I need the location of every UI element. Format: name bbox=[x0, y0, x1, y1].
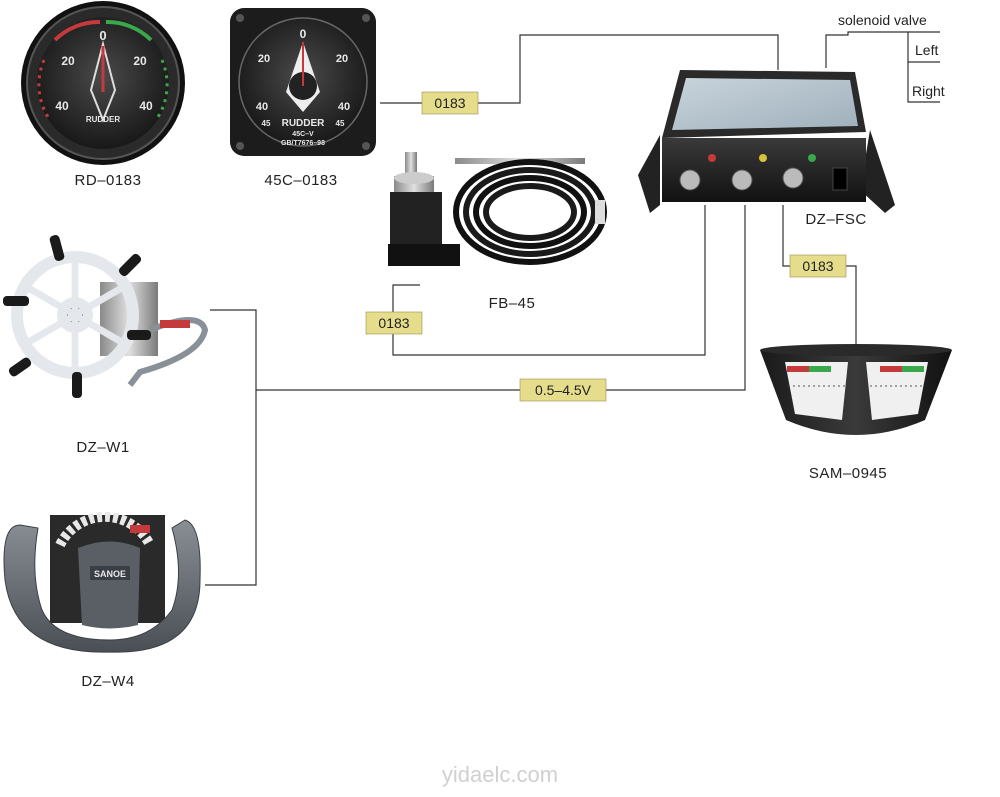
rd-right-20: 20 bbox=[133, 54, 147, 68]
c45-model-text: 45C–V bbox=[292, 131, 314, 138]
rd-left-20: 20 bbox=[61, 54, 75, 68]
dzfsc-caption: DZ–FSC bbox=[805, 211, 866, 228]
wires bbox=[205, 31, 940, 586]
wire-fb45-to-fsc bbox=[392, 205, 706, 356]
c45-left-40: 40 bbox=[256, 101, 268, 113]
tag-voltage: 0.5–4.5V bbox=[519, 378, 607, 402]
rd0183-caption: RD–0183 bbox=[75, 172, 142, 189]
c45-gauge-image: 0 20 20 40 40 45 45 RUDDER 45C–V GB/T767… bbox=[230, 8, 376, 156]
rd-right-40: 40 bbox=[139, 99, 153, 113]
dzw4-brand-text: SANOE bbox=[94, 569, 126, 579]
dzw4-caption: DZ–W4 bbox=[81, 673, 134, 690]
fb45-caption: FB–45 bbox=[489, 295, 536, 312]
wire-w4-to-bus bbox=[205, 390, 257, 586]
dzw1-caption: DZ–W1 bbox=[76, 439, 129, 456]
fb45-sensor-image bbox=[388, 152, 607, 266]
c45-right-20: 20 bbox=[336, 53, 348, 65]
tag-label: 0183 bbox=[802, 258, 833, 274]
tag-0183-top: 0183 bbox=[421, 91, 479, 115]
wire-solenoid-valve bbox=[825, 31, 940, 68]
solenoid-valve-label: solenoid valve bbox=[838, 12, 927, 28]
rd-zero: 0 bbox=[99, 28, 106, 43]
rd-rudder-text: RUDDER bbox=[86, 115, 120, 124]
wire-valve-right bbox=[907, 62, 940, 103]
dzw1-wheel-image bbox=[3, 235, 209, 398]
c45-rudder-text: RUDDER bbox=[282, 118, 326, 129]
tag-0183-fb45: 0183 bbox=[365, 311, 423, 335]
tag-0183-sam: 0183 bbox=[789, 254, 847, 278]
rd0183-gauge-image: 0 20 20 40 40 RUDDER bbox=[21, 1, 185, 165]
tag-label: 0183 bbox=[378, 315, 409, 331]
valve-right-label: Right bbox=[912, 83, 945, 99]
valve-left-label: Left bbox=[915, 42, 938, 58]
sam0945-caption: SAM–0945 bbox=[809, 465, 887, 482]
c45-std-text: GB/T7676–98 bbox=[281, 140, 325, 147]
tag-label: 0.5–4.5V bbox=[535, 382, 592, 398]
c45-left-45: 45 bbox=[262, 119, 271, 128]
dzw4-handle-image: SANOE bbox=[3, 511, 201, 653]
c45-left-20: 20 bbox=[258, 53, 270, 65]
watermark: yidaelc.com bbox=[442, 762, 558, 787]
dzfsc-controller-image bbox=[638, 70, 895, 213]
c45-right-40: 40 bbox=[338, 101, 350, 113]
c45-zero: 0 bbox=[300, 27, 307, 41]
c45-right-45: 45 bbox=[336, 119, 345, 128]
c45-caption: 45C–0183 bbox=[264, 172, 337, 189]
rd-left-40: 40 bbox=[55, 99, 69, 113]
sam0945-indicator-image bbox=[760, 344, 952, 435]
tag-label: 0183 bbox=[434, 95, 465, 111]
